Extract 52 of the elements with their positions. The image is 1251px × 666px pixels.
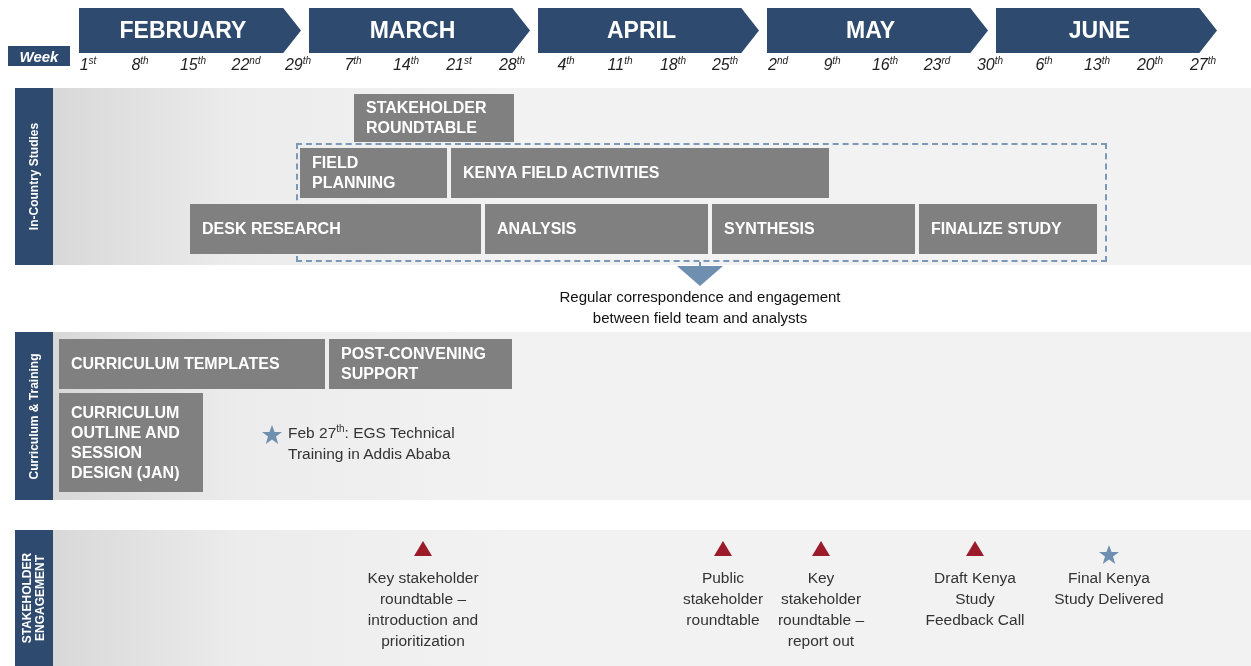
month-banner: JUNE <box>996 8 1217 53</box>
week-date: 8$^{th}$ <box>130 55 150 75</box>
week-date: 25$^{th}$ <box>710 55 740 75</box>
month-banner: MAY <box>767 8 988 53</box>
pointer-arrow <box>677 261 723 286</box>
month-banner: APRIL <box>538 8 759 53</box>
week-date: 1$^{st}$ <box>78 55 98 75</box>
week-date: 14$^{th}$ <box>391 55 421 75</box>
section-header: Curriculum & Training <box>15 332 53 500</box>
milestone-note: Key stakeholder roundtable – report out <box>776 568 866 651</box>
week-date: 9$^{th}$ <box>822 55 842 75</box>
week-date: 20$^{th}$ <box>1135 55 1165 75</box>
week-date: 28$^{th}$ <box>497 55 527 75</box>
week-date: 4$^{th}$ <box>556 55 576 75</box>
week-date: 22$^{nd}$ <box>230 55 262 75</box>
milestone-note: Feb 27$^{th}$: EGS Technical Training in Addis Ababa <box>288 422 456 465</box>
task-bar: CURRICULUM TEMPLATES <box>59 339 325 389</box>
week-date: 6$^{th}$ <box>1034 55 1054 75</box>
month-banner: MARCH <box>309 8 530 53</box>
milestone-note: Final Kenya Study Delivered <box>1054 568 1164 609</box>
task-bar: DESK RESEARCH <box>190 204 481 254</box>
week-date: 7$^{th}$ <box>343 55 363 75</box>
week-date: 30$^{th}$ <box>975 55 1005 75</box>
week-date: 29$^{th}$ <box>283 55 313 75</box>
section-band <box>15 88 1251 265</box>
week-date: 27$^{th}$ <box>1188 55 1218 75</box>
task-bar: ANALYSIS <box>485 204 708 254</box>
section-band <box>15 530 1251 666</box>
section-header: In-Country Studies <box>15 88 53 265</box>
section-band <box>15 332 1251 500</box>
task-bar: FINALIZE STUDY <box>919 204 1097 254</box>
week-date: 2$^{nd}$ <box>767 55 790 75</box>
week-date: 21$^{st}$ <box>445 55 473 75</box>
week-date: 18$^{th}$ <box>658 55 688 75</box>
milestone-note: Key stakeholder roundtable – introduction and prioritization <box>366 568 480 651</box>
week-date: 23$^{rd}$ <box>922 55 952 75</box>
week-date: 15$^{th}$ <box>178 55 208 75</box>
week-tag: Week <box>8 46 70 66</box>
section-header: STAKEHOLDER ENGAGEMENT <box>15 530 53 666</box>
task-bar: KENYA FIELD ACTIVITIES <box>451 148 829 198</box>
task-bar: SYNTHESIS <box>712 204 915 254</box>
milestone-note: Public stakeholder roundtable <box>681 568 765 630</box>
week-date: 16$^{th}$ <box>870 55 900 75</box>
milestone-note: Draft Kenya Study Feedback Call <box>924 568 1026 630</box>
task-bar: STAKEHOLDER ROUNDTABLE <box>354 94 514 142</box>
task-bar: FIELD PLANNING <box>300 148 447 198</box>
note-text: Regular correspondence and engagement between field team and analysts <box>530 286 870 330</box>
task-bar: CURRICULUM OUTLINE AND SESSION DESIGN (JAN) <box>59 393 203 492</box>
week-date: 11$^{th}$ <box>606 55 634 75</box>
month-banner: FEBRUARY <box>79 8 301 53</box>
week-date: 13$^{th}$ <box>1082 55 1112 75</box>
task-bar: POST-CONVENING SUPPORT <box>329 339 512 389</box>
